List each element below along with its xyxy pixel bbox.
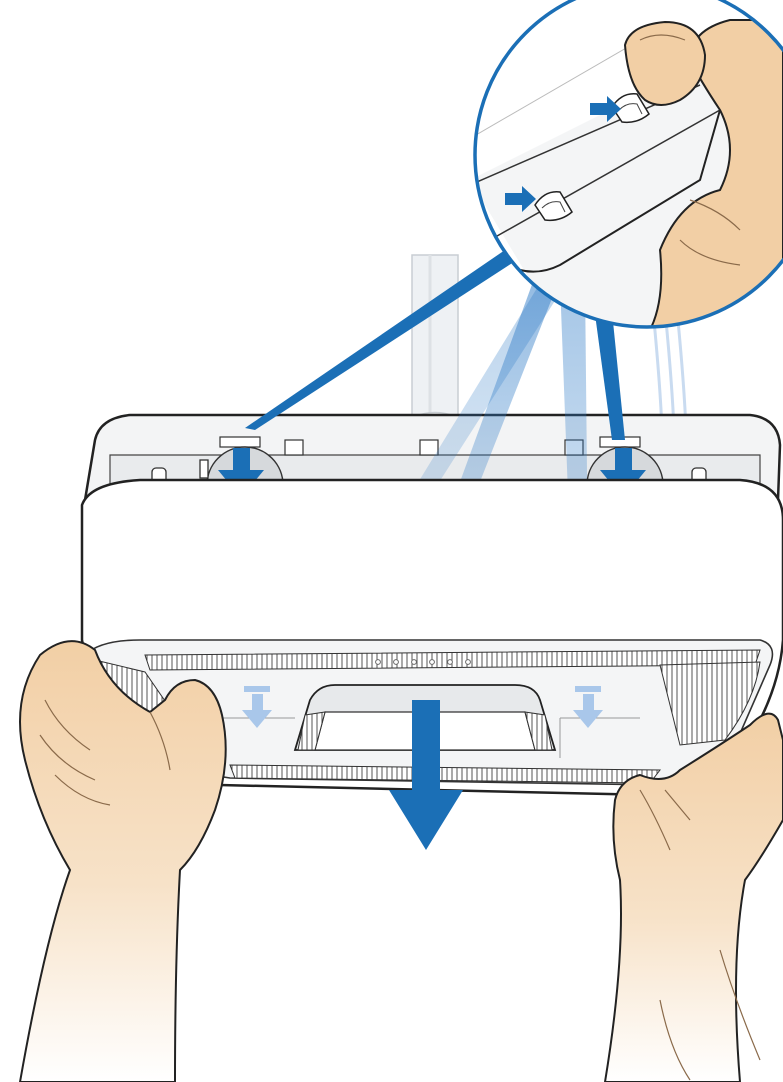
- hand-icon: [18, 640, 227, 1082]
- arrow-down-icon: [389, 700, 463, 850]
- arrow-down-icon: [218, 448, 646, 498]
- led-indicator-icon: [375, 659, 471, 665]
- hand-icon: [603, 712, 783, 1082]
- magnifier-callout-icon: [473, 0, 783, 329]
